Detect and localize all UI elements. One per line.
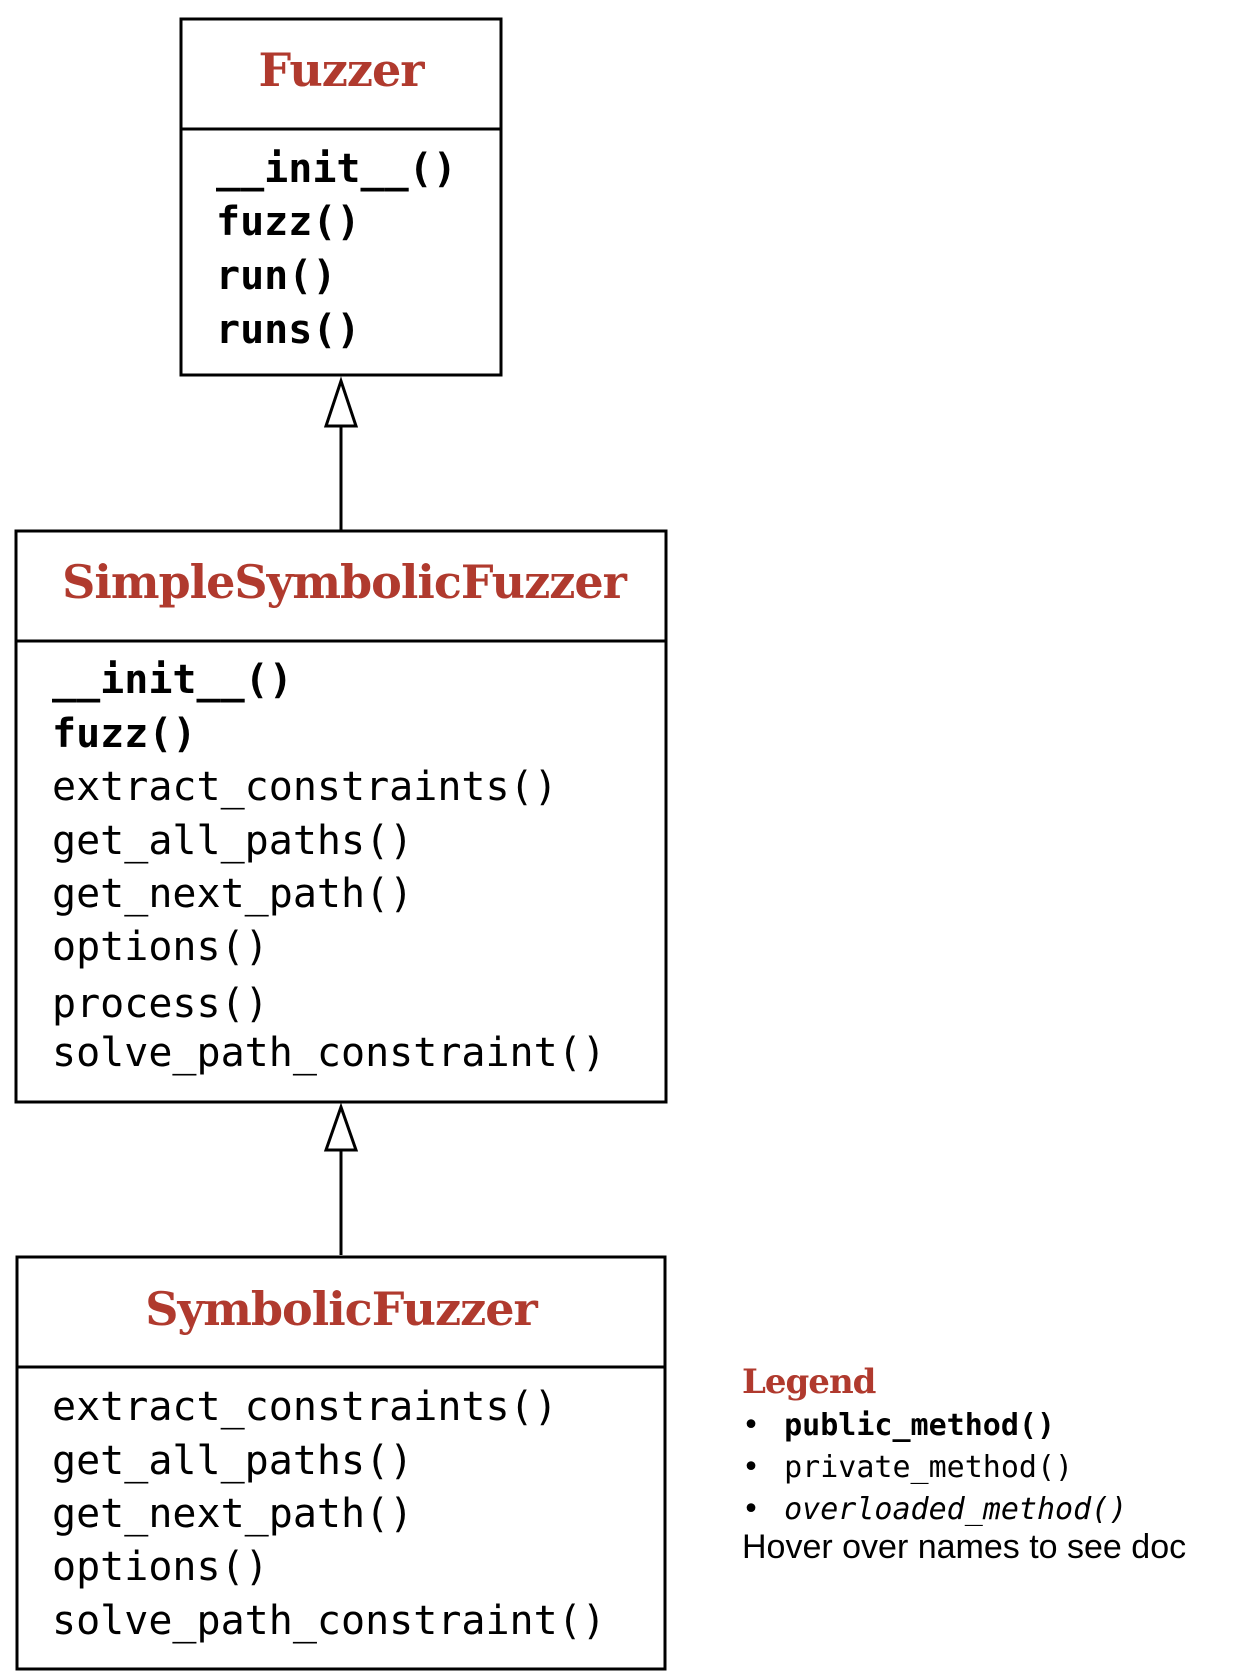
legend-bullet: • (742, 1450, 760, 1485)
legend-title: Legend (742, 1362, 876, 1402)
class-name-symbolic-fuzzer[interactable]: SymbolicFuzzer (145, 1282, 539, 1336)
class-simple-symbolic-fuzzer[interactable]: SimpleSymbolicFuzzer __init__() fuzz() e… (14, 529, 668, 1104)
method-init[interactable]: __init__() (216, 146, 457, 192)
legend-public-method: public_method() (784, 1408, 1055, 1443)
inheritance-edge-symbolic-to-simple (323, 1102, 359, 1255)
legend-private-method: private_method() (784, 1450, 1073, 1485)
legend-bullet: • (742, 1492, 760, 1527)
legend-hint: Hover over names to see doc (742, 1528, 1186, 1566)
legend-overloaded-method: overloaded_method() (784, 1492, 1127, 1527)
inheritance-arrowhead (323, 1102, 359, 1152)
legend-bullet: • (742, 1408, 760, 1443)
method-run[interactable]: run() (216, 253, 336, 299)
method-extract-constraints[interactable]: extract_constraints() (52, 764, 558, 810)
class-symbolic-fuzzer[interactable]: SymbolicFuzzer extract_constraints() get… (15, 1255, 667, 1671)
inheritance-arrowhead (323, 376, 359, 428)
legend-public-entry: • public_method() (742, 1408, 1055, 1443)
class-fuzzer[interactable]: Fuzzer __init__() fuzz() run() runs() (179, 17, 503, 377)
method-get-next-path[interactable]: get_next_path() (52, 1491, 413, 1537)
legend-private-entry: • private_method() (742, 1450, 1073, 1485)
method-solve-path-constraint[interactable]: solve_path_constraint() (52, 1030, 606, 1076)
method-fuzz[interactable]: fuzz() (52, 711, 197, 757)
method-extract-constraints[interactable]: extract_constraints() (52, 1384, 558, 1430)
class-name-fuzzer[interactable]: Fuzzer (258, 43, 426, 97)
class-name-simple-symbolic-fuzzer[interactable]: SimpleSymbolicFuzzer (62, 555, 629, 609)
legend: Legend • public_method() • private_metho… (742, 1362, 1186, 1566)
method-process[interactable]: process() (52, 981, 269, 1027)
method-options[interactable]: options() (52, 1544, 269, 1590)
inheritance-edge-simple-to-fuzzer (323, 376, 359, 530)
method-get-next-path[interactable]: get_next_path() (52, 871, 413, 917)
method-options[interactable]: options() (52, 924, 269, 970)
method-fuzz[interactable]: fuzz() (216, 199, 361, 245)
method-solve-path-constraint[interactable]: solve_path_constraint() (52, 1598, 606, 1644)
method-runs[interactable]: runs() (216, 307, 361, 353)
method-get-all-paths[interactable]: get_all_paths() (52, 1438, 413, 1484)
method-get-all-paths[interactable]: get_all_paths() (52, 818, 413, 864)
legend-overloaded-entry: • overloaded_method() (742, 1492, 1127, 1527)
method-init[interactable]: __init__() (52, 657, 293, 703)
